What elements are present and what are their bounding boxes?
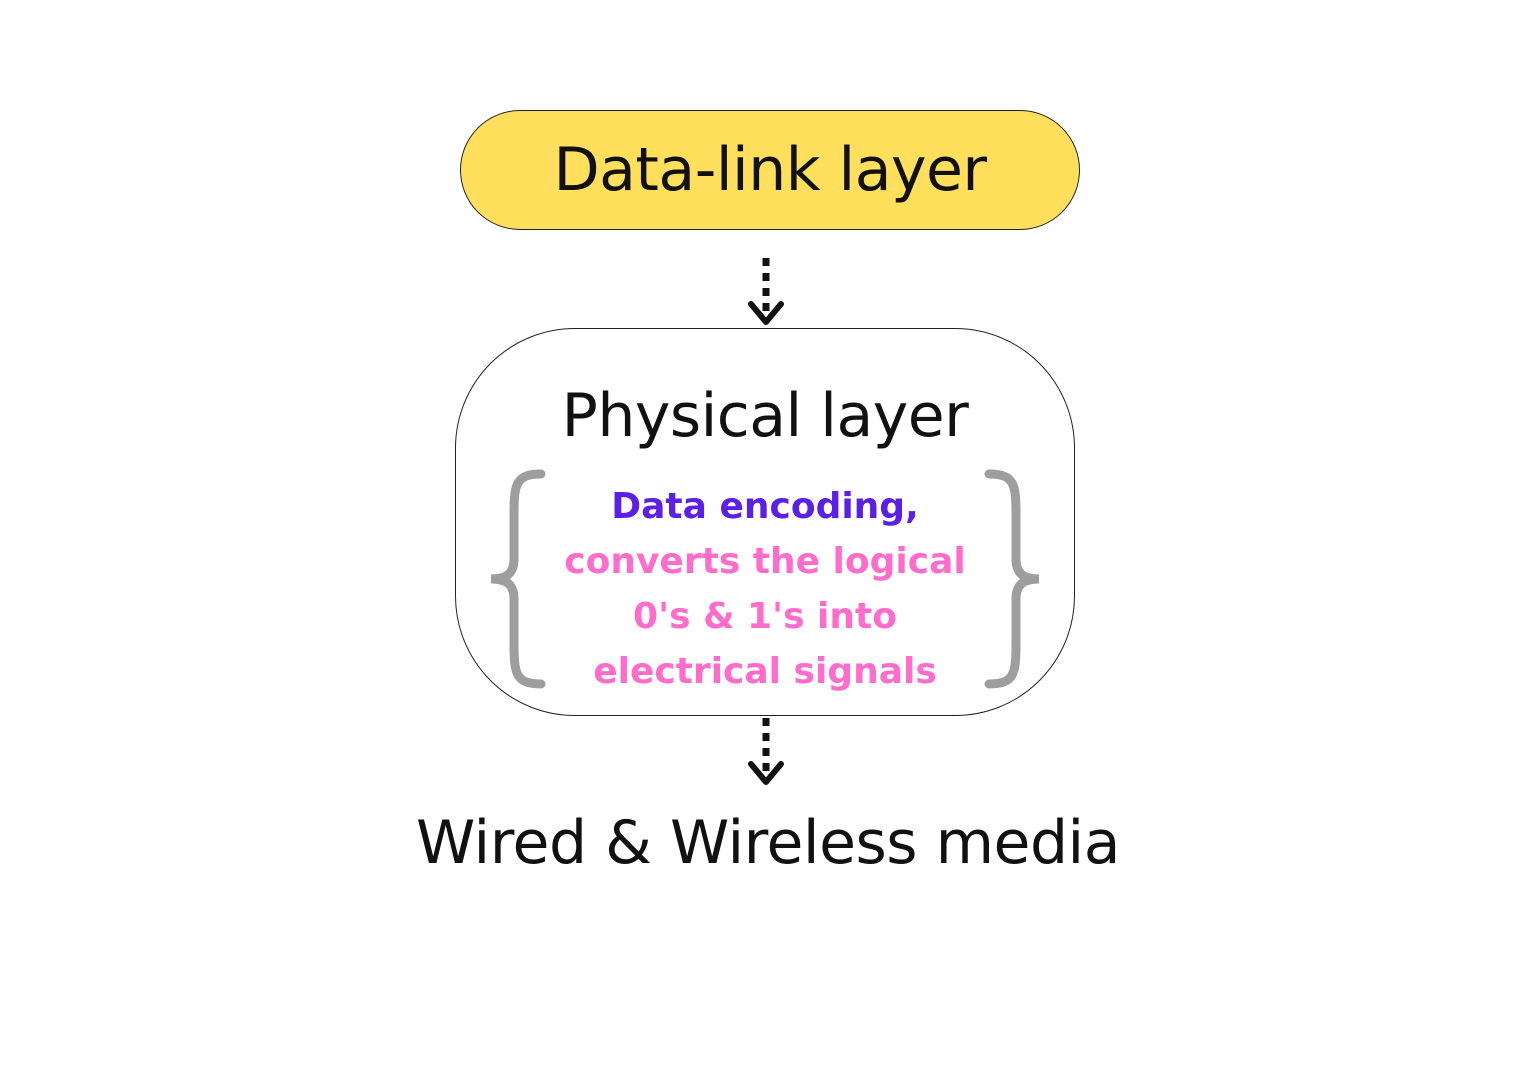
datalink-layer-node: Data-link layer — [460, 110, 1080, 230]
physical-layer-title: Physical layer — [561, 381, 969, 451]
left-brace-icon — [490, 469, 546, 689]
datalink-layer-label: Data-link layer — [553, 135, 987, 205]
description-line-1: Data encoding, — [611, 486, 919, 527]
right-brace-icon — [984, 469, 1040, 689]
wired-wireless-media-label: Wired & Wireless media — [416, 808, 1120, 878]
description-line-2: converts the logical — [564, 541, 966, 582]
description-line-3: 0's & 1's into — [633, 596, 897, 637]
physical-layer-node: Physical layer Data encoding, converts t… — [455, 328, 1075, 716]
description-line-4: electrical signals — [593, 651, 937, 692]
physical-layer-description: Data encoding, converts the logical 0's … — [546, 479, 984, 699]
dotted-arrow-down-icon — [748, 258, 784, 325]
dotted-arrow-down-icon — [748, 718, 784, 785]
